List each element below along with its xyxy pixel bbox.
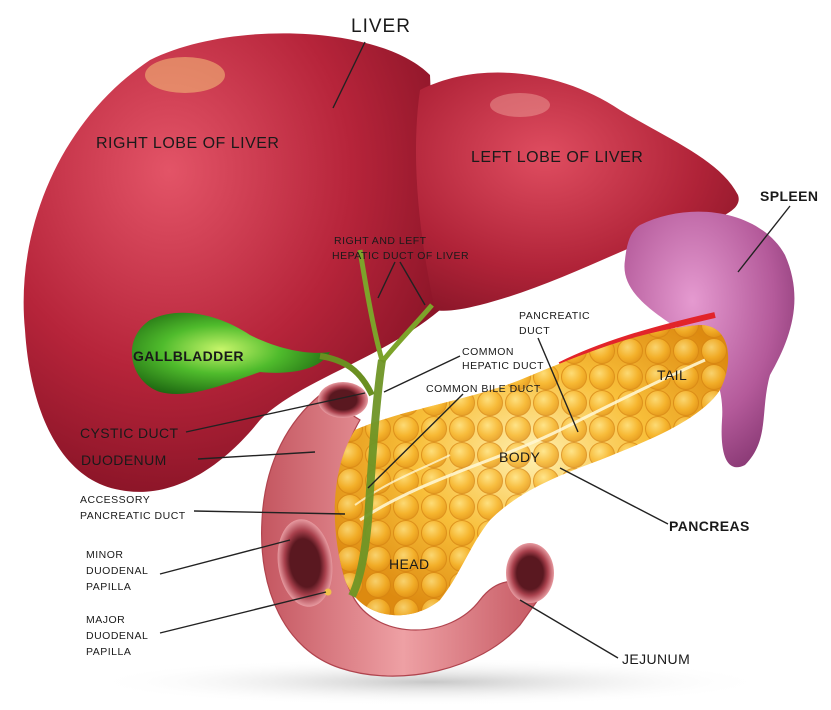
jejunum-opening (506, 543, 554, 603)
leader-hepatic-left (377, 261, 396, 299)
liver-right-lobe-shape (23, 33, 441, 492)
label-hepatic-duct-1: RIGHT AND LEFT (334, 235, 427, 247)
common-bile-duct (348, 359, 386, 598)
left-hepatic-duct (380, 303, 434, 364)
label-major-1: MAJOR (86, 614, 125, 626)
cystic-duct (319, 353, 375, 397)
label-major-3: PAPILLA (86, 646, 131, 658)
leader-cystic (185, 392, 366, 433)
label-common-bile-duct: COMMON BILE DUCT (426, 383, 541, 395)
leader-common-bile (367, 393, 464, 489)
duodenum-lumen (277, 519, 333, 607)
liver-left-highlight (490, 93, 550, 117)
leader-hepatic-right (399, 261, 426, 306)
leader-pancreatic-duct (537, 337, 579, 433)
labels: LIVER RIGHT LOBE OF LIVER LEFT LOBE OF L… (80, 16, 818, 667)
leader-spleen (737, 205, 791, 273)
label-minor-1: MINOR (86, 549, 124, 561)
label-major-2: DUODENAL (86, 630, 148, 642)
ground-shadow (90, 658, 770, 706)
label-hepatic-duct-2: HEPATIC DUCT OF LIVER (332, 250, 469, 262)
label-liver: LIVER (351, 16, 411, 37)
leader-common-hepatic (383, 355, 461, 393)
label-tail: TAIL (657, 367, 687, 383)
label-left-lobe: LEFT LOBE OF LIVER (471, 149, 643, 166)
label-duodenum: DUODENUM (81, 452, 167, 468)
label-minor-2: DUODENAL (86, 565, 148, 577)
leader-minor-papilla (159, 539, 291, 575)
label-gallbladder: GALLBLADDER (133, 348, 244, 364)
leader-liver (332, 41, 366, 109)
major-papilla-dot (324, 588, 332, 596)
leader-jejunum (519, 599, 619, 659)
label-pancreatic-duct-1: PANCREATIC (519, 310, 590, 322)
label-spleen: SPLEEN (760, 188, 818, 204)
label-pancreas: PANCREAS (669, 518, 750, 534)
leader-accessory (193, 510, 346, 515)
label-common-hepatic-2: HEPATIC DUCT (462, 360, 544, 372)
label-right-lobe: RIGHT LOBE OF LIVER (96, 135, 279, 152)
label-accessory-2: PANCREATIC DUCT (80, 510, 186, 522)
liver-left-lobe-shape (415, 72, 739, 311)
leader-pancreas (559, 467, 669, 525)
pancreatic-duct (359, 358, 706, 522)
duodenum-upper-opening (318, 382, 368, 418)
label-accessory-1: ACCESSORY (80, 494, 150, 506)
label-pancreatic-duct-2: DUCT (519, 325, 550, 337)
leader-lines (159, 41, 791, 659)
liver-highlight (145, 57, 225, 93)
leader-major-papilla (159, 591, 327, 634)
label-common-hepatic-1: COMMON (462, 346, 514, 358)
leader-duodenum (197, 451, 316, 460)
label-cystic-duct: CYSTIC DUCT (80, 425, 179, 441)
label-body: BODY (499, 449, 541, 465)
gallbladder-shape (131, 312, 330, 394)
label-jejunum: JEJUNUM (622, 651, 690, 667)
label-head: HEAD (389, 556, 430, 572)
right-hepatic-duct (357, 249, 385, 361)
pancreas-lobules (334, 325, 729, 616)
label-minor-3: PAPILLA (86, 581, 131, 593)
